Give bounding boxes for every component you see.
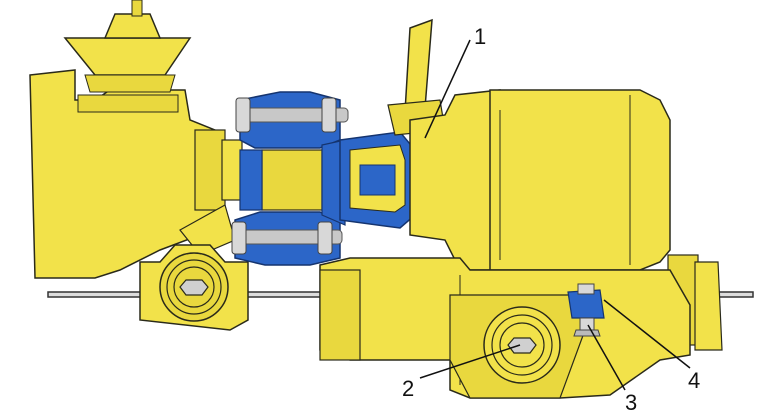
callout-2: 2 — [402, 376, 414, 401]
callout-leaders — [419, 39, 691, 391]
left-engine-mount — [139, 244, 249, 331]
callout-4: 4 — [688, 368, 700, 393]
mount-bracket-bolt — [567, 283, 605, 337]
right-mount-cushion — [483, 306, 561, 384]
cardan-joint — [231, 91, 416, 266]
callout-1: 1 — [474, 24, 486, 49]
callout-3: 3 — [625, 390, 637, 415]
left-housing — [29, 0, 243, 279]
